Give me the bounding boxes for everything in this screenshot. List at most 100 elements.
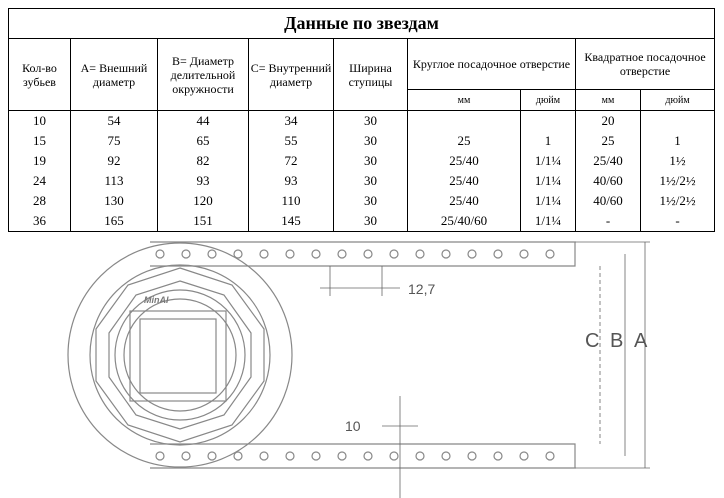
sprocket-data-table: Данные по звездам Кол-во зубьев A= Внешн… (7, 8, 716, 232)
table-cell: 10 (8, 110, 71, 131)
table-cell: 93 (248, 171, 334, 191)
pitch-dimension: 12,7 (408, 281, 435, 297)
chain-pin (233, 249, 243, 259)
subheader-inch: дюйм (639, 89, 716, 111)
table-cell: 28 (8, 191, 71, 211)
chain-pin (207, 249, 217, 259)
header-pitch-diameter: B= Диаметр делительной окружности (157, 38, 249, 111)
chain-pin (311, 451, 321, 461)
chain-pin (441, 249, 451, 259)
dimension-b: B (610, 330, 623, 352)
chain-pin (415, 249, 425, 259)
table-cell: - (575, 211, 641, 232)
chain-pin (337, 249, 347, 259)
table-cell: 30 (333, 151, 408, 171)
chain-pin (389, 451, 399, 461)
chain-wrap-outer (67, 242, 293, 468)
chain-pin (259, 249, 269, 259)
table-cell: 34 (248, 110, 334, 131)
table-cell: 1 (639, 131, 716, 151)
table-cell: 1½/2½ (639, 191, 716, 211)
header-outer-diameter: A= Внешний диаметр (70, 38, 158, 111)
chain-pin (181, 249, 191, 259)
chain-pin (337, 451, 347, 461)
table-cell: 30 (333, 191, 408, 211)
chain-pin (363, 451, 373, 461)
header-round-bore: Круглое посадочное отверстие (407, 38, 576, 90)
header-hub-width: Ширина ступицы (333, 38, 408, 111)
header-inner-diameter: C= Внутренний диаметр (248, 38, 334, 111)
table-cell: 15 (8, 131, 71, 151)
chain-pin (545, 451, 555, 461)
chain-bottom (150, 443, 576, 469)
width-dimension: 10 (345, 418, 361, 434)
chain-pin (285, 249, 295, 259)
chain-pin (285, 451, 295, 461)
chain-pin (363, 249, 373, 259)
chain-pin (207, 451, 217, 461)
chain-pin (389, 249, 399, 259)
table-cell: 165 (70, 211, 158, 232)
chain-pin (519, 249, 529, 259)
table-cell: 1½ (639, 151, 716, 171)
chain-top (150, 241, 576, 267)
table-cell: 30 (333, 171, 408, 191)
table-cell: 25/40 (407, 191, 521, 211)
table-cell: 72 (248, 151, 334, 171)
table-cell: 19 (8, 151, 71, 171)
table-cell: 65 (157, 131, 249, 151)
table-cell: 1 (520, 131, 576, 151)
table-cell: 82 (157, 151, 249, 171)
table-cell (520, 110, 576, 131)
dimension-a: A (634, 330, 648, 352)
subheader-inch: дюйм (520, 89, 576, 111)
header-teeth: Кол-во зубьев (8, 38, 71, 111)
table-cell: 55 (248, 131, 334, 151)
subheader-mm: мм (575, 89, 641, 111)
table-cell: 40/60 (575, 171, 641, 191)
table-cell: 36 (8, 211, 71, 232)
table-cell: 25/40 (575, 151, 641, 171)
table-cell: 20 (575, 110, 641, 131)
sprocket-outline (95, 267, 265, 443)
table-cell: 151 (157, 211, 249, 232)
table-cell: 25/40 (407, 171, 521, 191)
table-cell: 25 (575, 131, 641, 151)
chain-pin (493, 249, 503, 259)
chain-drawing: MinAl 12,7 10 C B A (67, 241, 650, 498)
table-cell: 25/40 (407, 151, 521, 171)
chain-pin (233, 451, 243, 461)
table-title: Данные по звездам (7, 8, 716, 39)
subheader-mm: мм (407, 89, 521, 111)
table-cell: 25 (407, 131, 521, 151)
table-cell: 24 (8, 171, 71, 191)
square-bore (129, 310, 227, 402)
table-cell: 25/40/60 (407, 211, 521, 232)
table-cell: 30 (333, 131, 408, 151)
sprocket-hub (114, 289, 246, 421)
chain-pin (519, 451, 529, 461)
table-cell: - (639, 211, 716, 232)
table-cell: 113 (70, 171, 158, 191)
chain-pin (467, 451, 477, 461)
chain-pin (415, 451, 425, 461)
table-cell: 40/60 (575, 191, 641, 211)
table-cell: 110 (248, 191, 334, 211)
table-cell: 1/1¼ (520, 151, 576, 171)
table-cell (407, 110, 521, 131)
table-cell: 75 (70, 131, 158, 151)
table-cell: 145 (248, 211, 334, 232)
table-cell: 44 (157, 110, 249, 131)
chain-pin (493, 451, 503, 461)
header-square-bore: Квадратное посадочное отверстие (574, 38, 716, 90)
table-cell: 130 (70, 191, 158, 211)
chain-pin (311, 249, 321, 259)
brand-logo: MinAl (144, 295, 169, 305)
table-cell: 92 (70, 151, 158, 171)
chain-pin (181, 451, 191, 461)
table-cell: 30 (333, 110, 408, 131)
